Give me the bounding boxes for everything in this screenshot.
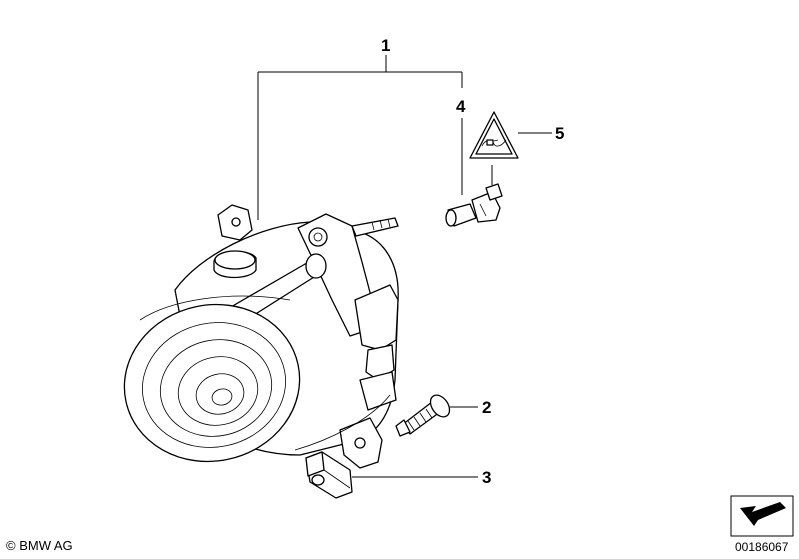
callout-2: 2: [482, 398, 491, 417]
bulb: [445, 183, 503, 227]
triangle-plug-warning-icon: [469, 111, 519, 159]
view-direction-arrow-icon: [730, 495, 794, 537]
leader-lines: [257, 55, 552, 478]
copyright-text: © BMW AG: [6, 538, 73, 553]
callout-1: 1: [381, 36, 390, 55]
reference-number: 00186067: [735, 540, 789, 554]
clip-nut: [305, 451, 353, 499]
callout-5: 5: [555, 124, 564, 143]
fog-light-assembly: [123, 204, 399, 469]
screw: [395, 394, 451, 437]
callout-3: 3: [482, 468, 491, 487]
callout-4: 4: [456, 97, 466, 116]
